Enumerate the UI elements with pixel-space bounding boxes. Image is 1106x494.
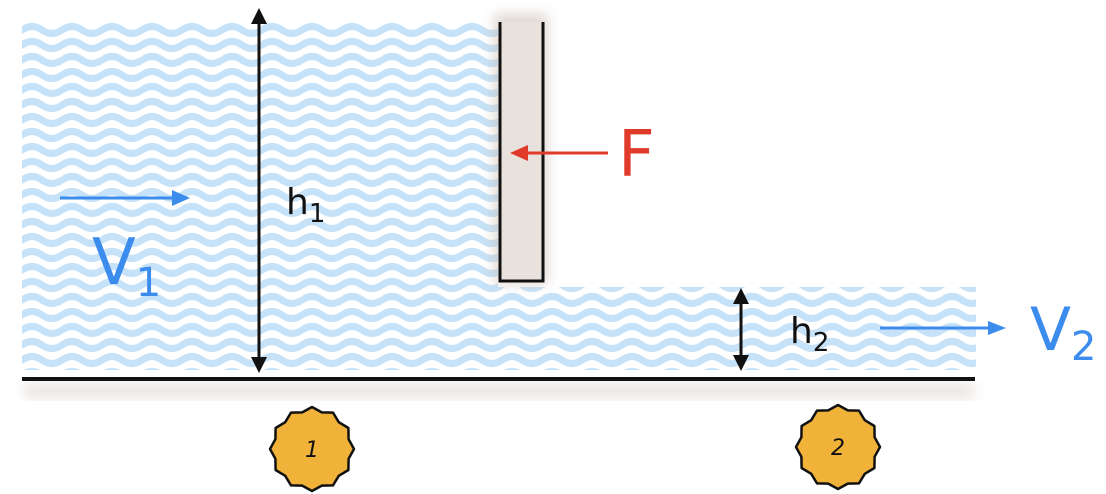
force-arrow xyxy=(510,145,608,161)
h1-label: h1 xyxy=(286,182,325,229)
v1-velocity-arrow xyxy=(60,190,190,206)
channel-bed-shadow xyxy=(24,384,974,398)
h2-label: h2 xyxy=(790,311,829,358)
v2-label: V2 xyxy=(1030,295,1097,370)
section-1-number: 1 xyxy=(305,438,319,463)
h1-dimension-arrow xyxy=(251,8,267,373)
star-badge-icon xyxy=(268,405,356,493)
star-badge-icon xyxy=(794,403,882,491)
section-2-number: 2 xyxy=(831,436,845,461)
section-2-badge: 2 xyxy=(794,403,882,491)
h2-dimension-arrow xyxy=(733,288,749,371)
v2-velocity-arrow xyxy=(880,321,1006,335)
v1-label: V1 xyxy=(92,226,161,306)
section-1-badge: 1 xyxy=(268,405,356,493)
force-label: F xyxy=(618,118,655,192)
